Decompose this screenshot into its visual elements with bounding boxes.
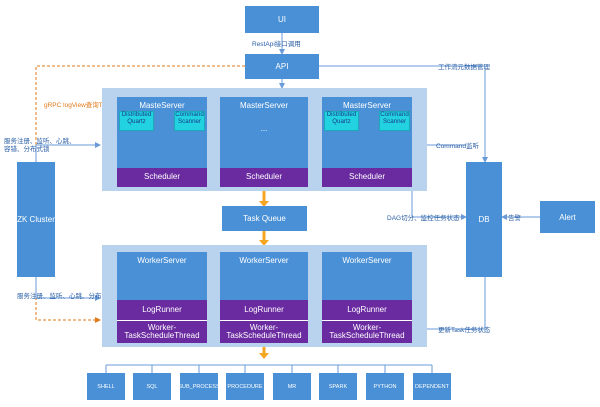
task-type-mr: MR — [273, 373, 311, 400]
distributed-quartz: Distributed Quartz — [324, 111, 359, 131]
task-queue-label: Task Queue — [243, 214, 286, 223]
task-type-procedure: PROCEDURE — [226, 373, 264, 400]
ui-label: UI — [278, 15, 286, 24]
master-server-title: MasterServer — [342, 101, 391, 110]
logrunner: LogRunner — [322, 300, 412, 320]
alert-label: Alert — [559, 212, 576, 222]
command-scanner: Command Scanner — [379, 111, 410, 131]
zk-reg-top-label: 服务注册、监听、心跳、 容错、分布式锁 — [4, 138, 76, 154]
update-task-label: 更新Task任务状态 — [438, 327, 491, 334]
scheduler: Scheduler — [117, 168, 207, 187]
master-server-title: MasterServer — [239, 101, 288, 110]
logrunner: LogRunner — [220, 300, 308, 320]
task-type-spark: SPARK — [319, 373, 357, 400]
worker-server-3: WorkerServer LogRunner Worker- TaskSched… — [322, 252, 412, 343]
worker-server-title: WorkerServer — [137, 256, 187, 265]
zk-reg-bottom-label: 服务注册、监听、心跳、分布式锁 — [17, 293, 115, 300]
logrunner: LogRunner — [117, 300, 207, 320]
task-queue: Task Queue — [222, 206, 307, 231]
task-type-dependent: DEPENDENT — [413, 373, 451, 400]
worker-server-1: WorkerServer LogRunner Worker- TaskSched… — [117, 252, 207, 343]
worker-task-schedule-thread: Worker- TaskScheduleThread — [322, 320, 412, 343]
db-box: DB — [466, 162, 502, 277]
task-type-python: PYTHON — [366, 373, 404, 400]
api-box: API — [245, 54, 319, 79]
db-label: DB — [478, 215, 490, 224]
zk-cluster: ZK Cluster — [17, 162, 55, 277]
worker-server-title: WorkerServer — [342, 256, 392, 265]
alarm-label: 告警 — [508, 215, 521, 222]
grpc-label: gRPC logView查询Task日志信息 — [44, 102, 139, 109]
worker-task-schedule-thread: Worker- TaskScheduleThread — [117, 320, 207, 343]
master-server-3: MasterServer Distributed Quartz Command … — [322, 97, 412, 187]
worker-server-2: WorkerServer LogRunner Worker- TaskSched… — [220, 252, 308, 343]
alert-box: Alert — [540, 201, 595, 233]
command-monitor-label: Command监听 — [436, 143, 479, 150]
zk-label: ZK Cluster — [17, 215, 55, 224]
ui-box: UI — [245, 6, 319, 33]
master-server-2: MasterServer ... Scheduler — [220, 97, 308, 187]
dag-label: DAG切分、监控任务状态 — [387, 215, 460, 222]
distributed-quartz: Distributed Quartz — [119, 111, 154, 131]
worker-task-schedule-thread: Worker- TaskScheduleThread — [220, 320, 308, 343]
restapi-label: RestApi接口调用 — [252, 41, 301, 48]
scheduler: Scheduler — [220, 168, 308, 187]
master-server-1: MasteServer Distributed Quartz Command S… — [117, 97, 207, 187]
workflow-meta-label: 工作流元数据管理 — [438, 64, 490, 71]
scheduler: Scheduler — [322, 168, 412, 187]
master-server-title: MasteServer — [139, 101, 185, 110]
task-type-shell: SHELL — [87, 373, 125, 400]
task-type-sql: SQL — [133, 373, 171, 400]
worker-server-title: WorkerServer — [239, 256, 289, 265]
task-type-sub-process: SUB_PROCESS — [178, 373, 220, 400]
api-label: API — [275, 62, 289, 71]
command-scanner: Command Scanner — [174, 111, 205, 131]
more-dots: ... — [260, 124, 268, 133]
